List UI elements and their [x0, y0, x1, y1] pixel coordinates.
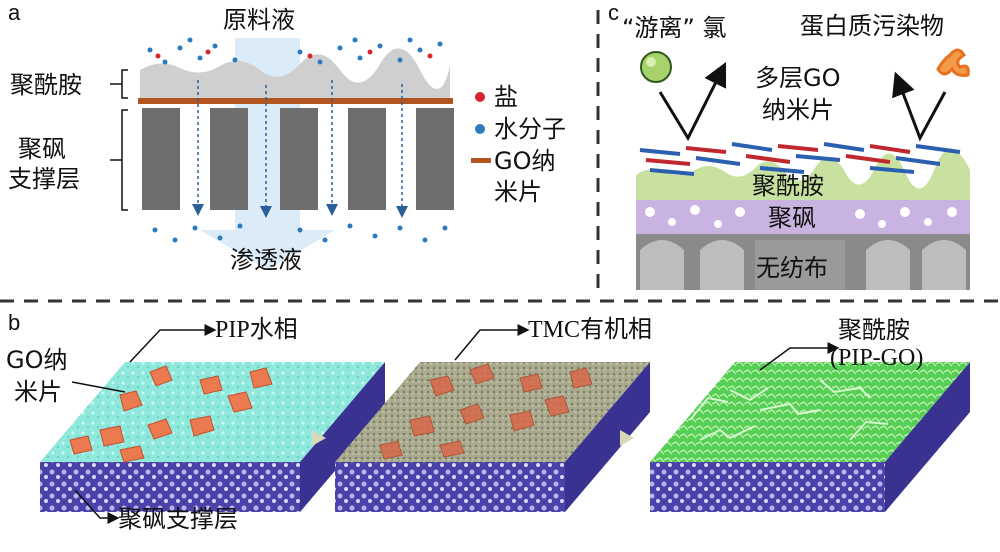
go-multilayer-line1: 多层GO — [755, 64, 841, 92]
panel-a-letter: a — [8, 0, 21, 25]
polyamide-label-b-line1: 聚酰胺 — [838, 316, 910, 344]
support-label-b: 聚砜支撑层 — [118, 505, 238, 533]
legend-salt-label: 盐 — [494, 83, 518, 111]
polysulfone-label-c: 聚砜 — [768, 204, 816, 232]
legend-go-label-line2: 米片 — [494, 178, 542, 206]
legend-water-label: 水分子 — [494, 115, 566, 143]
chlorine-label: “游离” 氯 — [622, 14, 727, 42]
protein-label: 蛋白质污染物 — [800, 12, 944, 40]
go-sheet-label-b-line2: 米片 — [14, 378, 62, 406]
panel-b-letter: b — [8, 310, 21, 335]
feed-label: 原料液 — [223, 6, 295, 34]
support-label-a-line1: 聚砜 — [18, 135, 66, 163]
panel-c-diagram — [636, 48, 970, 290]
polyamide-label-c: 聚酰胺 — [752, 172, 824, 200]
legend-go-label-line1: GO纳 — [494, 147, 556, 175]
go-sheet-label-b-line1: GO纳 — [6, 346, 68, 374]
pip-label: PIP水相 — [215, 317, 298, 343]
go-multilayer-line2: 纳米片 — [762, 96, 834, 124]
nonwoven-label: 无纺布 — [756, 254, 828, 282]
panel-a-diagram — [110, 37, 491, 270]
polyamide-label-a: 聚酰胺 — [10, 71, 82, 99]
polyamide-label-b-line2: (PIP-GO) — [830, 345, 924, 371]
panel-c-letter: c — [608, 0, 619, 25]
panel-b-diagram — [40, 324, 970, 524]
support-label-a-line2: 支撑层 — [8, 165, 80, 193]
permeate-label: 渗透液 — [230, 246, 302, 274]
tmc-label: TMC有机相 — [528, 317, 653, 343]
